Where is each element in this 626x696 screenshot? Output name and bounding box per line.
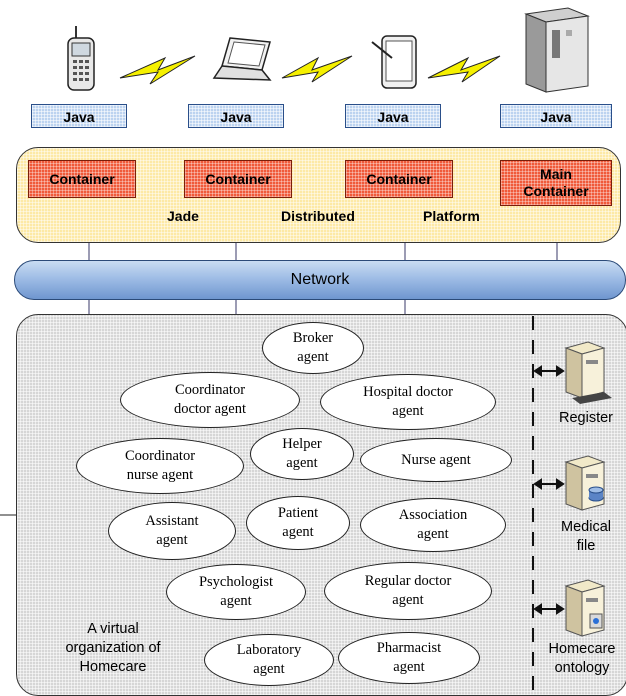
container-box: Container <box>184 160 292 198</box>
agent-assistant: Assistant agent <box>108 502 236 560</box>
medical-file-server-icon <box>564 455 606 511</box>
network-bus: Network <box>14 260 626 300</box>
agent-patient: Patient agent <box>246 496 350 550</box>
agent-hospital-doctor: Hospital doctor agent <box>320 374 496 430</box>
wireless-link-icon <box>281 55 353 83</box>
wireless-link-icon <box>427 55 501 83</box>
ontology-server-icon <box>564 579 606 637</box>
agent-coordinator-nurse: Coordinator nurse agent <box>76 438 244 494</box>
agent-association: Association agent <box>360 498 506 552</box>
agent-regular-doctor: Regular doctor agent <box>324 562 492 620</box>
agent-helper: Helper agent <box>250 428 354 480</box>
java-box: Java <box>188 104 284 128</box>
agent-pharmacist: Pharmacist agent <box>338 632 480 684</box>
server-icon <box>524 7 590 93</box>
laptop-icon <box>212 37 272 81</box>
java-box: Java <box>31 104 127 128</box>
resource-label-medical-file: Medical file <box>561 519 611 554</box>
tablet-icon <box>371 35 417 89</box>
organization-label: A virtual organization of Homecare <box>65 621 161 675</box>
platform-label-distributed: Distributed <box>281 208 355 224</box>
container-box: Container <box>28 160 136 198</box>
agent-laboratory: Laboratory agent <box>204 634 334 686</box>
platform-label-jade: Jade <box>167 208 199 224</box>
register-server-icon <box>564 341 612 404</box>
agent-coordinator-doctor: Coordinator doctor agent <box>120 372 300 428</box>
container-box: Container <box>345 160 453 198</box>
agent-broker: Broker agent <box>262 322 364 374</box>
platform-label-platform: Platform <box>423 208 480 224</box>
java-box: Java <box>345 104 441 128</box>
wireless-link-icon <box>119 55 196 85</box>
mobile-phone-icon <box>67 26 95 91</box>
agent-psychologist: Psychologist agent <box>166 564 306 620</box>
java-box: Java <box>500 104 612 128</box>
resource-label-ontology: Homecare ontology <box>548 641 616 676</box>
main-container-box: Main Container <box>500 160 612 206</box>
resource-label-register: Register <box>559 410 613 426</box>
agent-nurse: Nurse agent <box>360 438 512 482</box>
